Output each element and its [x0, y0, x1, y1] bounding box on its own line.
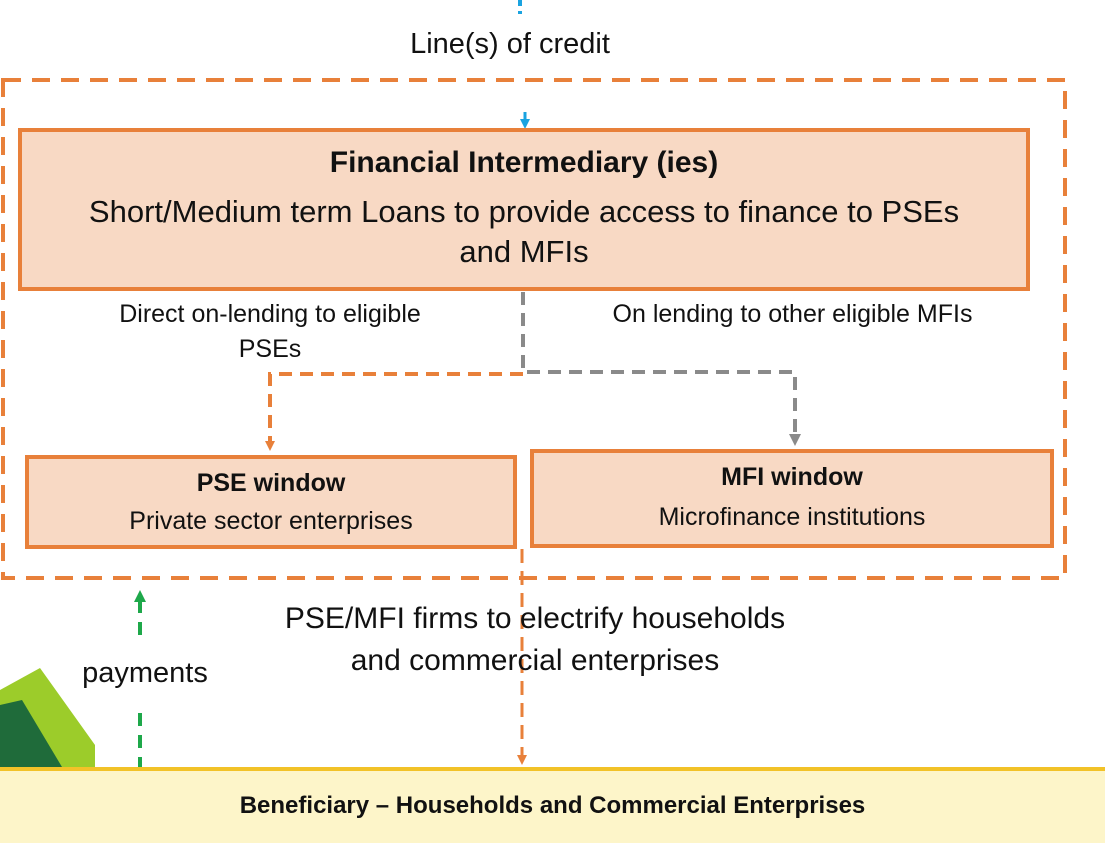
pse-window-subtitle: Private sector enterprises: [129, 507, 413, 535]
decorative-leaf-shape: [0, 668, 95, 767]
payments-label: payments: [82, 657, 208, 689]
mfi-window-subtitle: Microfinance institutions: [658, 503, 926, 531]
branch-right-label: On lending to other eligible MFIs: [612, 300, 973, 328]
branch-left-label: Direct on-lending to eligible PSEs: [119, 300, 421, 363]
financial-intermediary-description: Short/Medium term Loans to provide acces…: [88, 194, 960, 270]
mfi-window-box: MFI window Microfinance institutions: [530, 449, 1054, 548]
electrify-label: PSE/MFI firms to electrify households an…: [284, 602, 786, 677]
program-frame: [1, 78, 1067, 580]
pse-window-box: PSE window Private sector enterprises: [25, 455, 517, 549]
pse-window-title: PSE window: [196, 469, 346, 497]
financial-intermediary-box: Financial Intermediary (ies) Short/Mediu…: [18, 128, 1030, 291]
mfi-window-title: MFI window: [721, 463, 863, 491]
beneficiary-label: Beneficiary – Households and Commercial …: [239, 792, 866, 819]
pse-connector: [265, 372, 523, 451]
beneficiary-box: Beneficiary – Households and Commercial …: [0, 767, 1105, 843]
financial-intermediary-title: Financial Intermediary (ies): [329, 146, 719, 179]
credit-label: Line(s) of credit: [410, 28, 610, 60]
mfi-connector: [521, 292, 801, 446]
